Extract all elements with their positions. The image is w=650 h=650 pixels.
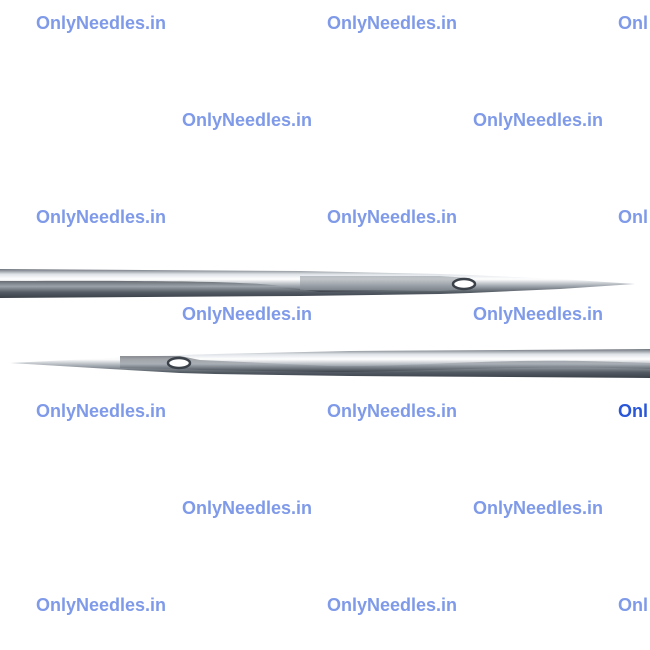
watermark: OnlyNeedles.in: [327, 401, 458, 421]
watermark: OnlyNeedles.in: [327, 595, 458, 615]
watermark-partial: Onl: [618, 595, 648, 615]
watermark-partial: Onl: [618, 401, 648, 421]
watermark: OnlyNeedles.in: [327, 207, 458, 227]
watermark: OnlyNeedles.in: [182, 498, 313, 518]
watermark-partial: Onl: [618, 13, 648, 33]
watermark-partial: Onl: [618, 207, 648, 227]
watermark: OnlyNeedles.in: [473, 498, 604, 518]
needle-top: [0, 269, 635, 298]
watermark: OnlyNeedles.in: [473, 110, 604, 130]
watermark: OnlyNeedles.in: [182, 110, 313, 130]
needle-eye-icon: [451, 277, 477, 291]
watermark: OnlyNeedles.in: [36, 401, 167, 421]
watermark: OnlyNeedles.in: [473, 304, 604, 324]
needle-bottom: [10, 349, 650, 378]
watermark: OnlyNeedles.in: [36, 595, 167, 615]
watermark: OnlyNeedles.in: [327, 13, 458, 33]
watermark: OnlyNeedles.in: [36, 207, 167, 227]
needle-eye-icon: [166, 356, 192, 370]
watermark: OnlyNeedles.in: [182, 304, 313, 324]
watermark: OnlyNeedles.in: [36, 13, 167, 33]
